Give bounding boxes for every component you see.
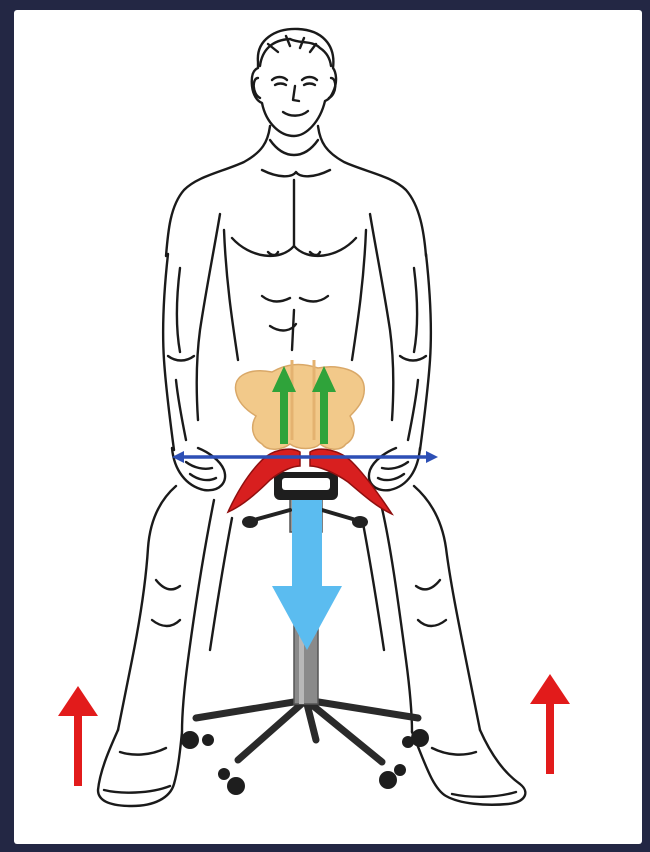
chair-base <box>196 700 418 762</box>
hip-axis-line <box>172 451 438 463</box>
up-arrow-icon <box>530 674 570 774</box>
down-arrow-icon <box>272 500 342 650</box>
head <box>252 29 336 136</box>
chair-casters <box>181 729 429 795</box>
saddle-chair-illustration <box>14 10 642 844</box>
up-arrow-icon <box>58 686 98 786</box>
illustration-frame <box>14 10 642 844</box>
pelvis <box>235 360 364 449</box>
